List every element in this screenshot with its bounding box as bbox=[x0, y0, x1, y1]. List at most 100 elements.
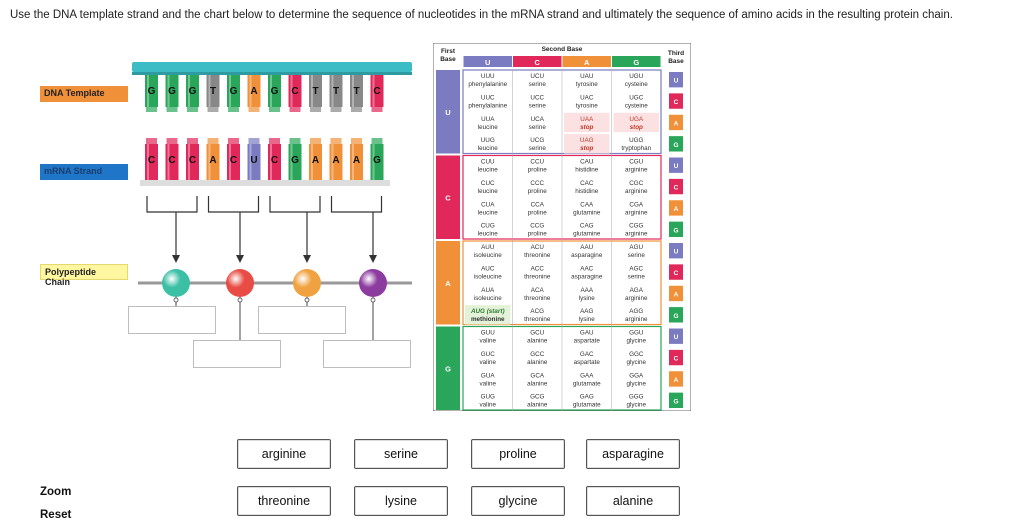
third-base-cell bbox=[669, 178, 683, 195]
mrna-base-bar bbox=[165, 144, 179, 180]
codon-text: AGG bbox=[629, 308, 643, 315]
codon-text: CAG bbox=[580, 223, 594, 230]
amino-acid-text: stop bbox=[580, 145, 593, 152]
mrna-base-tip bbox=[330, 138, 342, 144]
amino-acid-text: isoleucine bbox=[474, 295, 503, 302]
answer-tile-lysine[interactable]: lysine bbox=[354, 486, 448, 516]
dna-base-bar bbox=[370, 75, 384, 107]
mrna-base-letter: U bbox=[250, 155, 257, 166]
arrow-head bbox=[369, 255, 377, 263]
dna-base-letter: G bbox=[230, 86, 238, 97]
bracket-line bbox=[207, 196, 260, 213]
amino-acid-text: cysteine bbox=[625, 102, 649, 109]
answer-tile-threonine[interactable]: threonine bbox=[237, 486, 331, 516]
amino-acid-1 bbox=[162, 269, 190, 306]
mrna-base-bar bbox=[268, 144, 281, 180]
amino-acid-text: leucine bbox=[478, 188, 498, 195]
dna-base-9: T bbox=[309, 75, 322, 112]
codon-text: GGG bbox=[629, 394, 644, 401]
mrna-base-highlight bbox=[208, 144, 211, 180]
amino-acid-sphere bbox=[359, 269, 387, 297]
dna-base-highlight bbox=[208, 75, 211, 107]
dna-base-10: T bbox=[329, 75, 343, 112]
answer-tile-glycine[interactable]: glycine bbox=[471, 486, 565, 516]
mrna-base-3: C bbox=[186, 138, 199, 180]
amino-acid-text: proline bbox=[528, 167, 547, 174]
third-base-cell bbox=[669, 93, 683, 109]
answer-tile-proline[interactable]: proline bbox=[471, 439, 565, 469]
answer-tile-alanine[interactable]: alanine bbox=[586, 486, 680, 516]
zoom-button[interactable]: Zoom bbox=[40, 486, 72, 498]
dna-base-5: G bbox=[227, 75, 240, 112]
third-base-cell bbox=[669, 349, 683, 366]
amino-acid-text: arginine bbox=[625, 209, 648, 216]
amino-acid-drop-zone-4[interactable] bbox=[323, 340, 411, 368]
mrna-base-letter: A bbox=[332, 155, 339, 166]
codon-text: UUG bbox=[481, 137, 495, 144]
dna-base-11: T bbox=[350, 75, 363, 112]
mrna-base-5: C bbox=[227, 138, 240, 180]
codon-text: GGU bbox=[629, 330, 644, 337]
codon-text: GUU bbox=[481, 330, 495, 337]
amino-acid-text: alanine bbox=[527, 338, 548, 345]
third-base-cell bbox=[669, 136, 683, 152]
amino-acid-drop-zone-3[interactable] bbox=[258, 306, 346, 334]
amino-acid-text: proline bbox=[528, 209, 547, 216]
amino-acid-text: alanine bbox=[527, 380, 548, 387]
amino-acid-text: glutamine bbox=[573, 231, 601, 238]
amino-acid-drop-zone-1[interactable] bbox=[128, 306, 216, 334]
answer-tile-arginine[interactable]: arginine bbox=[237, 439, 331, 469]
mrna-base-highlight bbox=[331, 144, 334, 180]
mrna-base-12: G bbox=[370, 138, 384, 180]
codon-text: AAA bbox=[580, 287, 593, 294]
dna-base-highlight bbox=[372, 75, 375, 107]
amino-acid-text: serine bbox=[628, 273, 646, 280]
dna-base-bar bbox=[145, 75, 158, 107]
amino-acid-text: aspartate bbox=[574, 338, 601, 345]
dna-base-bar bbox=[268, 75, 281, 107]
polypeptide-chain-label: Polypeptide Chain bbox=[40, 264, 128, 287]
codon-text: UGG bbox=[629, 137, 643, 144]
amino-acid-text: valine bbox=[480, 402, 497, 409]
arrow-head bbox=[303, 255, 311, 263]
answer-tile-serine[interactable]: serine bbox=[354, 439, 448, 469]
codon-text: UAA bbox=[580, 116, 594, 123]
amino-acid-text: serine bbox=[529, 124, 547, 131]
codon-text: CUG bbox=[481, 223, 495, 230]
codon-text: GGC bbox=[629, 351, 644, 358]
first-base-header-2: Base bbox=[440, 56, 456, 63]
codon-text: ACU bbox=[531, 244, 545, 251]
third-base-letter: A bbox=[674, 120, 679, 127]
codon-text: UGC bbox=[629, 94, 643, 101]
mrna-base-letter: G bbox=[373, 155, 381, 166]
codon-text: CGU bbox=[629, 159, 643, 166]
dna-base-letter: G bbox=[148, 86, 156, 97]
arrow-head bbox=[172, 255, 180, 263]
mrna-base-1: C bbox=[145, 138, 158, 180]
amino-acid-pointer-dot bbox=[370, 297, 376, 303]
codon-text: ACA bbox=[531, 287, 545, 294]
answer-tile-asparagine[interactable]: asparagine bbox=[586, 439, 680, 469]
dna-base-bar bbox=[329, 75, 343, 107]
mrna-base-tip bbox=[248, 138, 260, 144]
dna-base-1: G bbox=[145, 75, 158, 112]
first-base-cell bbox=[436, 70, 460, 154]
second-base-cell bbox=[513, 56, 562, 67]
dna-base-tip bbox=[289, 107, 301, 112]
amino-acid-text: alanine bbox=[527, 402, 548, 409]
third-base-letter: C bbox=[674, 185, 679, 192]
codon-text: GAC bbox=[580, 351, 594, 358]
dna-base-tip bbox=[207, 107, 219, 112]
mrna-base-letter: C bbox=[189, 155, 196, 166]
amino-acid-drop-zone-2[interactable] bbox=[193, 340, 281, 368]
mrna-base-bar bbox=[288, 144, 302, 180]
dna-base-highlight bbox=[270, 75, 272, 107]
mrna-base-bar bbox=[206, 144, 220, 180]
mrna-base-highlight bbox=[147, 144, 149, 180]
mrna-base-letter: A bbox=[209, 155, 216, 166]
mrna-base-9: A bbox=[309, 138, 322, 180]
dna-base-tip bbox=[248, 107, 260, 112]
amino-acid-pointer-dot bbox=[173, 297, 179, 303]
reset-button[interactable]: Reset bbox=[40, 509, 72, 521]
amino-acid-text: methionine bbox=[471, 316, 505, 323]
